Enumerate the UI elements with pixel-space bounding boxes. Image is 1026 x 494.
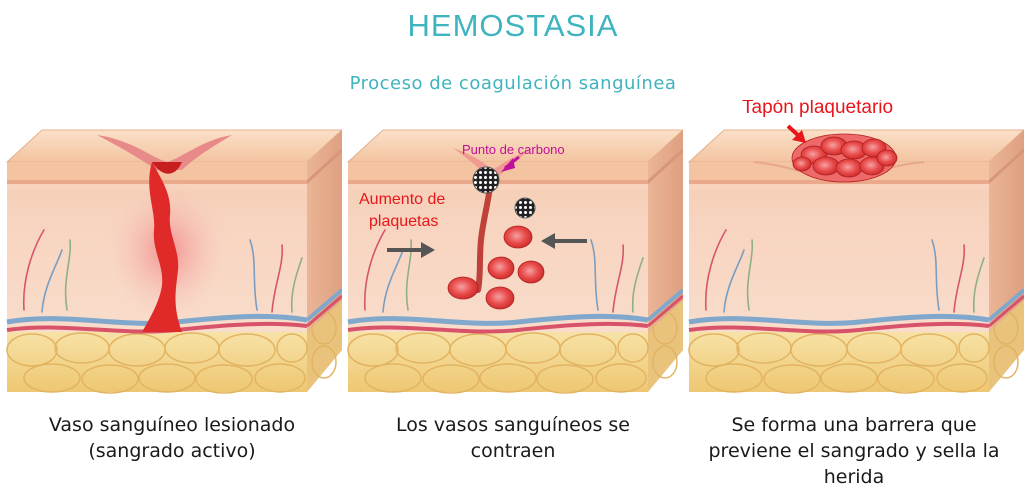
panel-vasoconstriction: Punto de carbono Aumento de plaquetas Lo… [343,100,683,462]
carbon-dot-icon [514,197,536,219]
panel-injured-vessel: Vaso sanguíneo lesionado (sangrado activ… [2,100,342,462]
caption-line: Se forma una barrera que [731,414,977,436]
caption-line: contraen [470,440,556,462]
constricting-skin-illustration: Punto de carbono Aumento de plaquetas [343,100,683,405]
plug-label: Tapón plaquetario [742,100,893,118]
platelet-plug [791,133,898,183]
caption-line: Vaso sanguíneo lesionado [48,414,296,436]
caption-line: herida [823,466,885,488]
caption-panel-3: Se forma una barrera que previene el san… [684,412,1024,490]
platelets-label-line2: plaquetas [369,213,438,230]
platelets-label-line1: Aumento de [359,191,445,208]
caption-panel-2: Los vasos sanguíneos se contraen [343,412,683,464]
panel-platelet-plug: Tapón plaquetario Se forma una barrera q… [684,100,1024,488]
injured-skin-illustration [2,100,342,405]
compression-arrow-left-icon [387,242,435,258]
caption-line: previene el sangrado y sella la [708,440,1000,462]
carbon-dot-icon [472,166,500,194]
caption-line: (sangrado activo) [88,440,256,462]
plug-arrow-icon [786,124,806,143]
caption-line: Los vasos sanguíneos se [395,414,630,436]
sealed-skin-illustration: Tapón plaquetario [684,100,1024,405]
page-title: HEMOSTASIA [407,8,619,43]
caption-panel-1: Vaso sanguíneo lesionado (sangrado activ… [2,412,342,464]
carbon-label: Punto de carbono [462,142,565,157]
page-subtitle: Proceso de coagulación sanguínea [349,73,677,94]
compression-arrow-right-icon [541,233,587,249]
